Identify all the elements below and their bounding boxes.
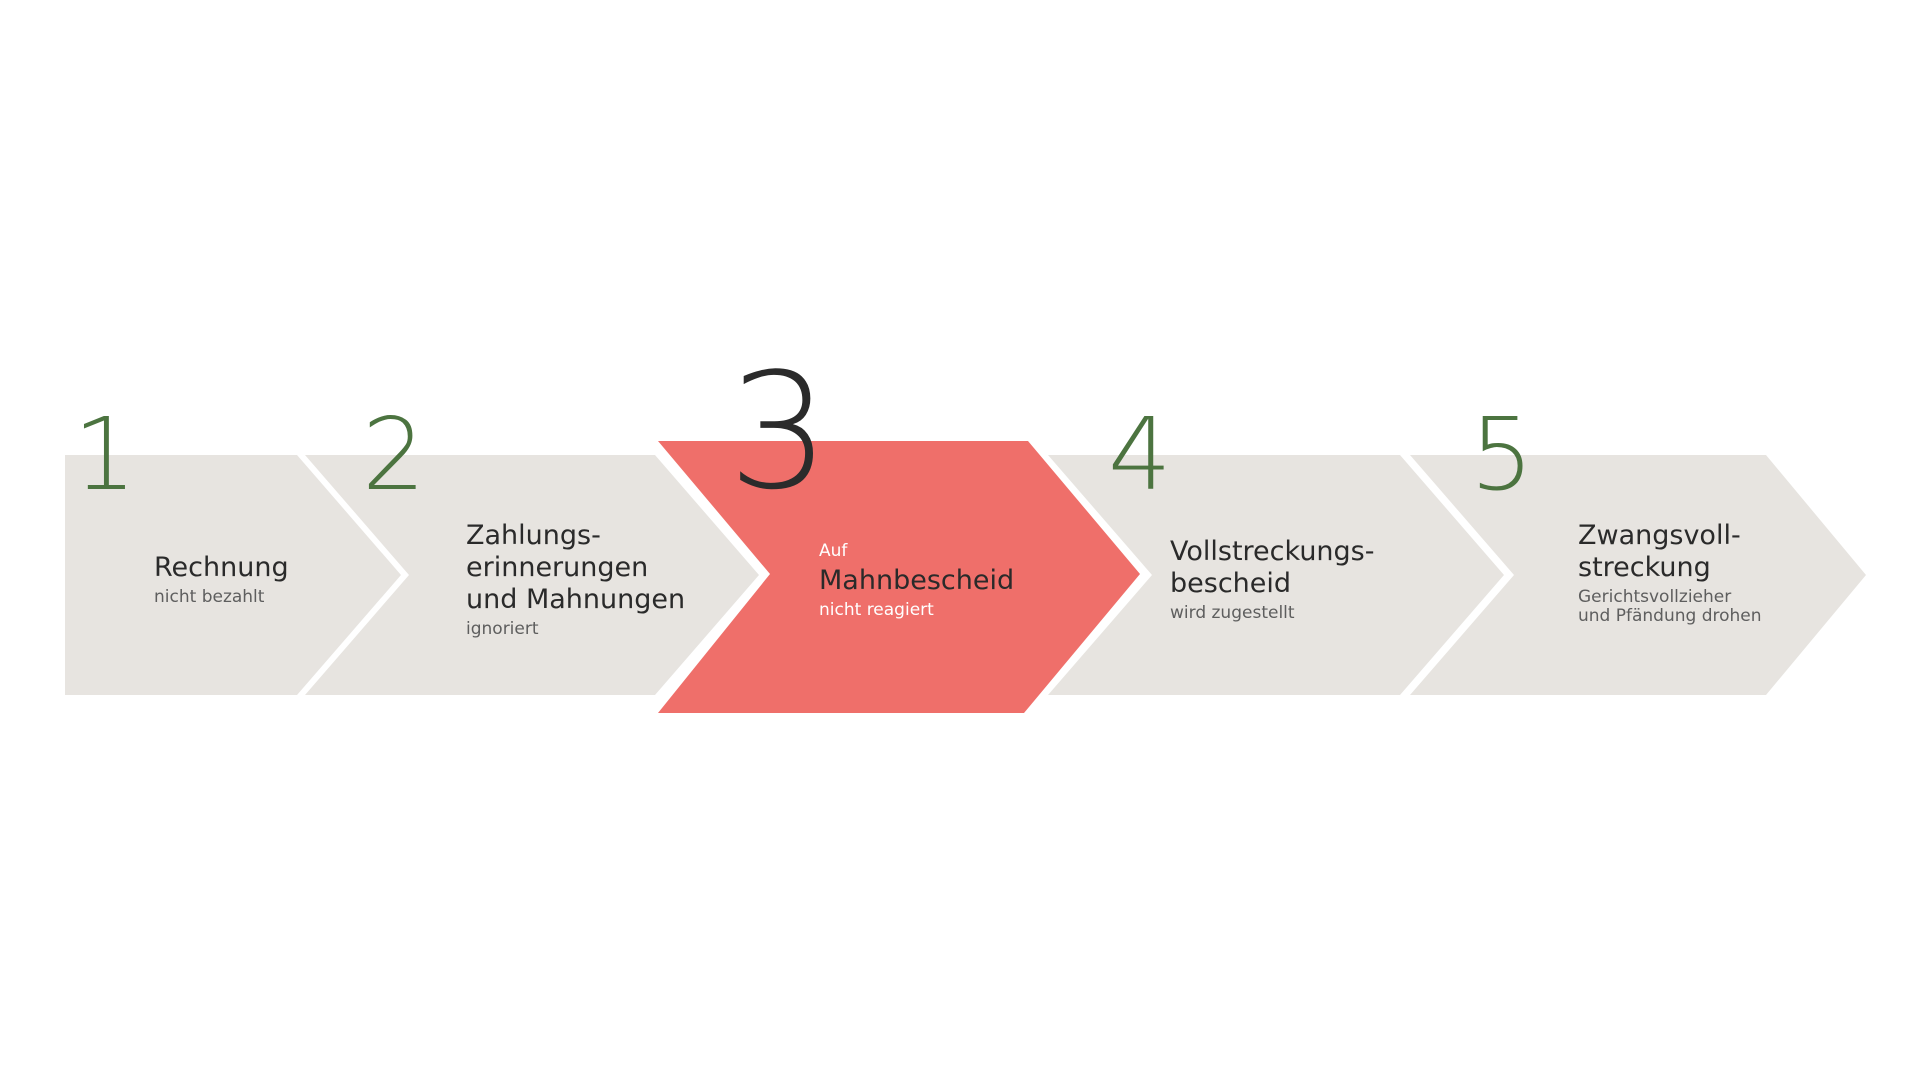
- step-2-number: 2: [362, 396, 426, 513]
- step-1-label: Rechnung nicht bezahlt: [154, 552, 289, 607]
- step-1-number: 1: [73, 396, 137, 513]
- step-1-title: Rechnung: [154, 552, 289, 583]
- step-5-arrow: [1410, 455, 1866, 695]
- step-2-title: Zahlungs- erinnerungen und Mahnungen: [466, 520, 686, 615]
- step-4-subtitle: wird zugestellt: [1170, 603, 1295, 623]
- step-1-subtitle: nicht bezahlt: [154, 587, 265, 607]
- step-3-number: 3: [728, 338, 830, 525]
- step-4-number: 4: [1108, 396, 1172, 513]
- step-5-label: Zwangsvoll- streckung Gerichtsvollzieher…: [1578, 520, 1762, 626]
- step-2-subtitle: ignoriert: [466, 619, 539, 639]
- step-1-arrow: [65, 455, 401, 695]
- step-3-title: Mahnbescheid: [819, 565, 1015, 596]
- step-3-arrow: [658, 441, 1140, 713]
- step-4-label: Vollstreckungs- bescheid wird zugestellt: [1170, 536, 1375, 623]
- step-3-label: Auf Mahnbescheid nicht reagiert: [819, 541, 1014, 620]
- step-3-subtitle: nicht reagiert: [819, 600, 934, 620]
- step-4-arrow: [1048, 455, 1504, 695]
- step-2-arrow: [305, 455, 759, 695]
- step-5-number: 5: [1470, 396, 1534, 513]
- step-5-title: Zwangsvoll- streckung: [1578, 520, 1741, 583]
- step-5-subtitle: Gerichtsvollzieher und Pfändung drohen: [1578, 587, 1762, 626]
- step-4-title: Vollstreckungs- bescheid: [1170, 536, 1375, 599]
- step-3-pre: Auf: [819, 541, 848, 561]
- step-2-label: Zahlungs- erinnerungen und Mahnungen ign…: [466, 520, 685, 639]
